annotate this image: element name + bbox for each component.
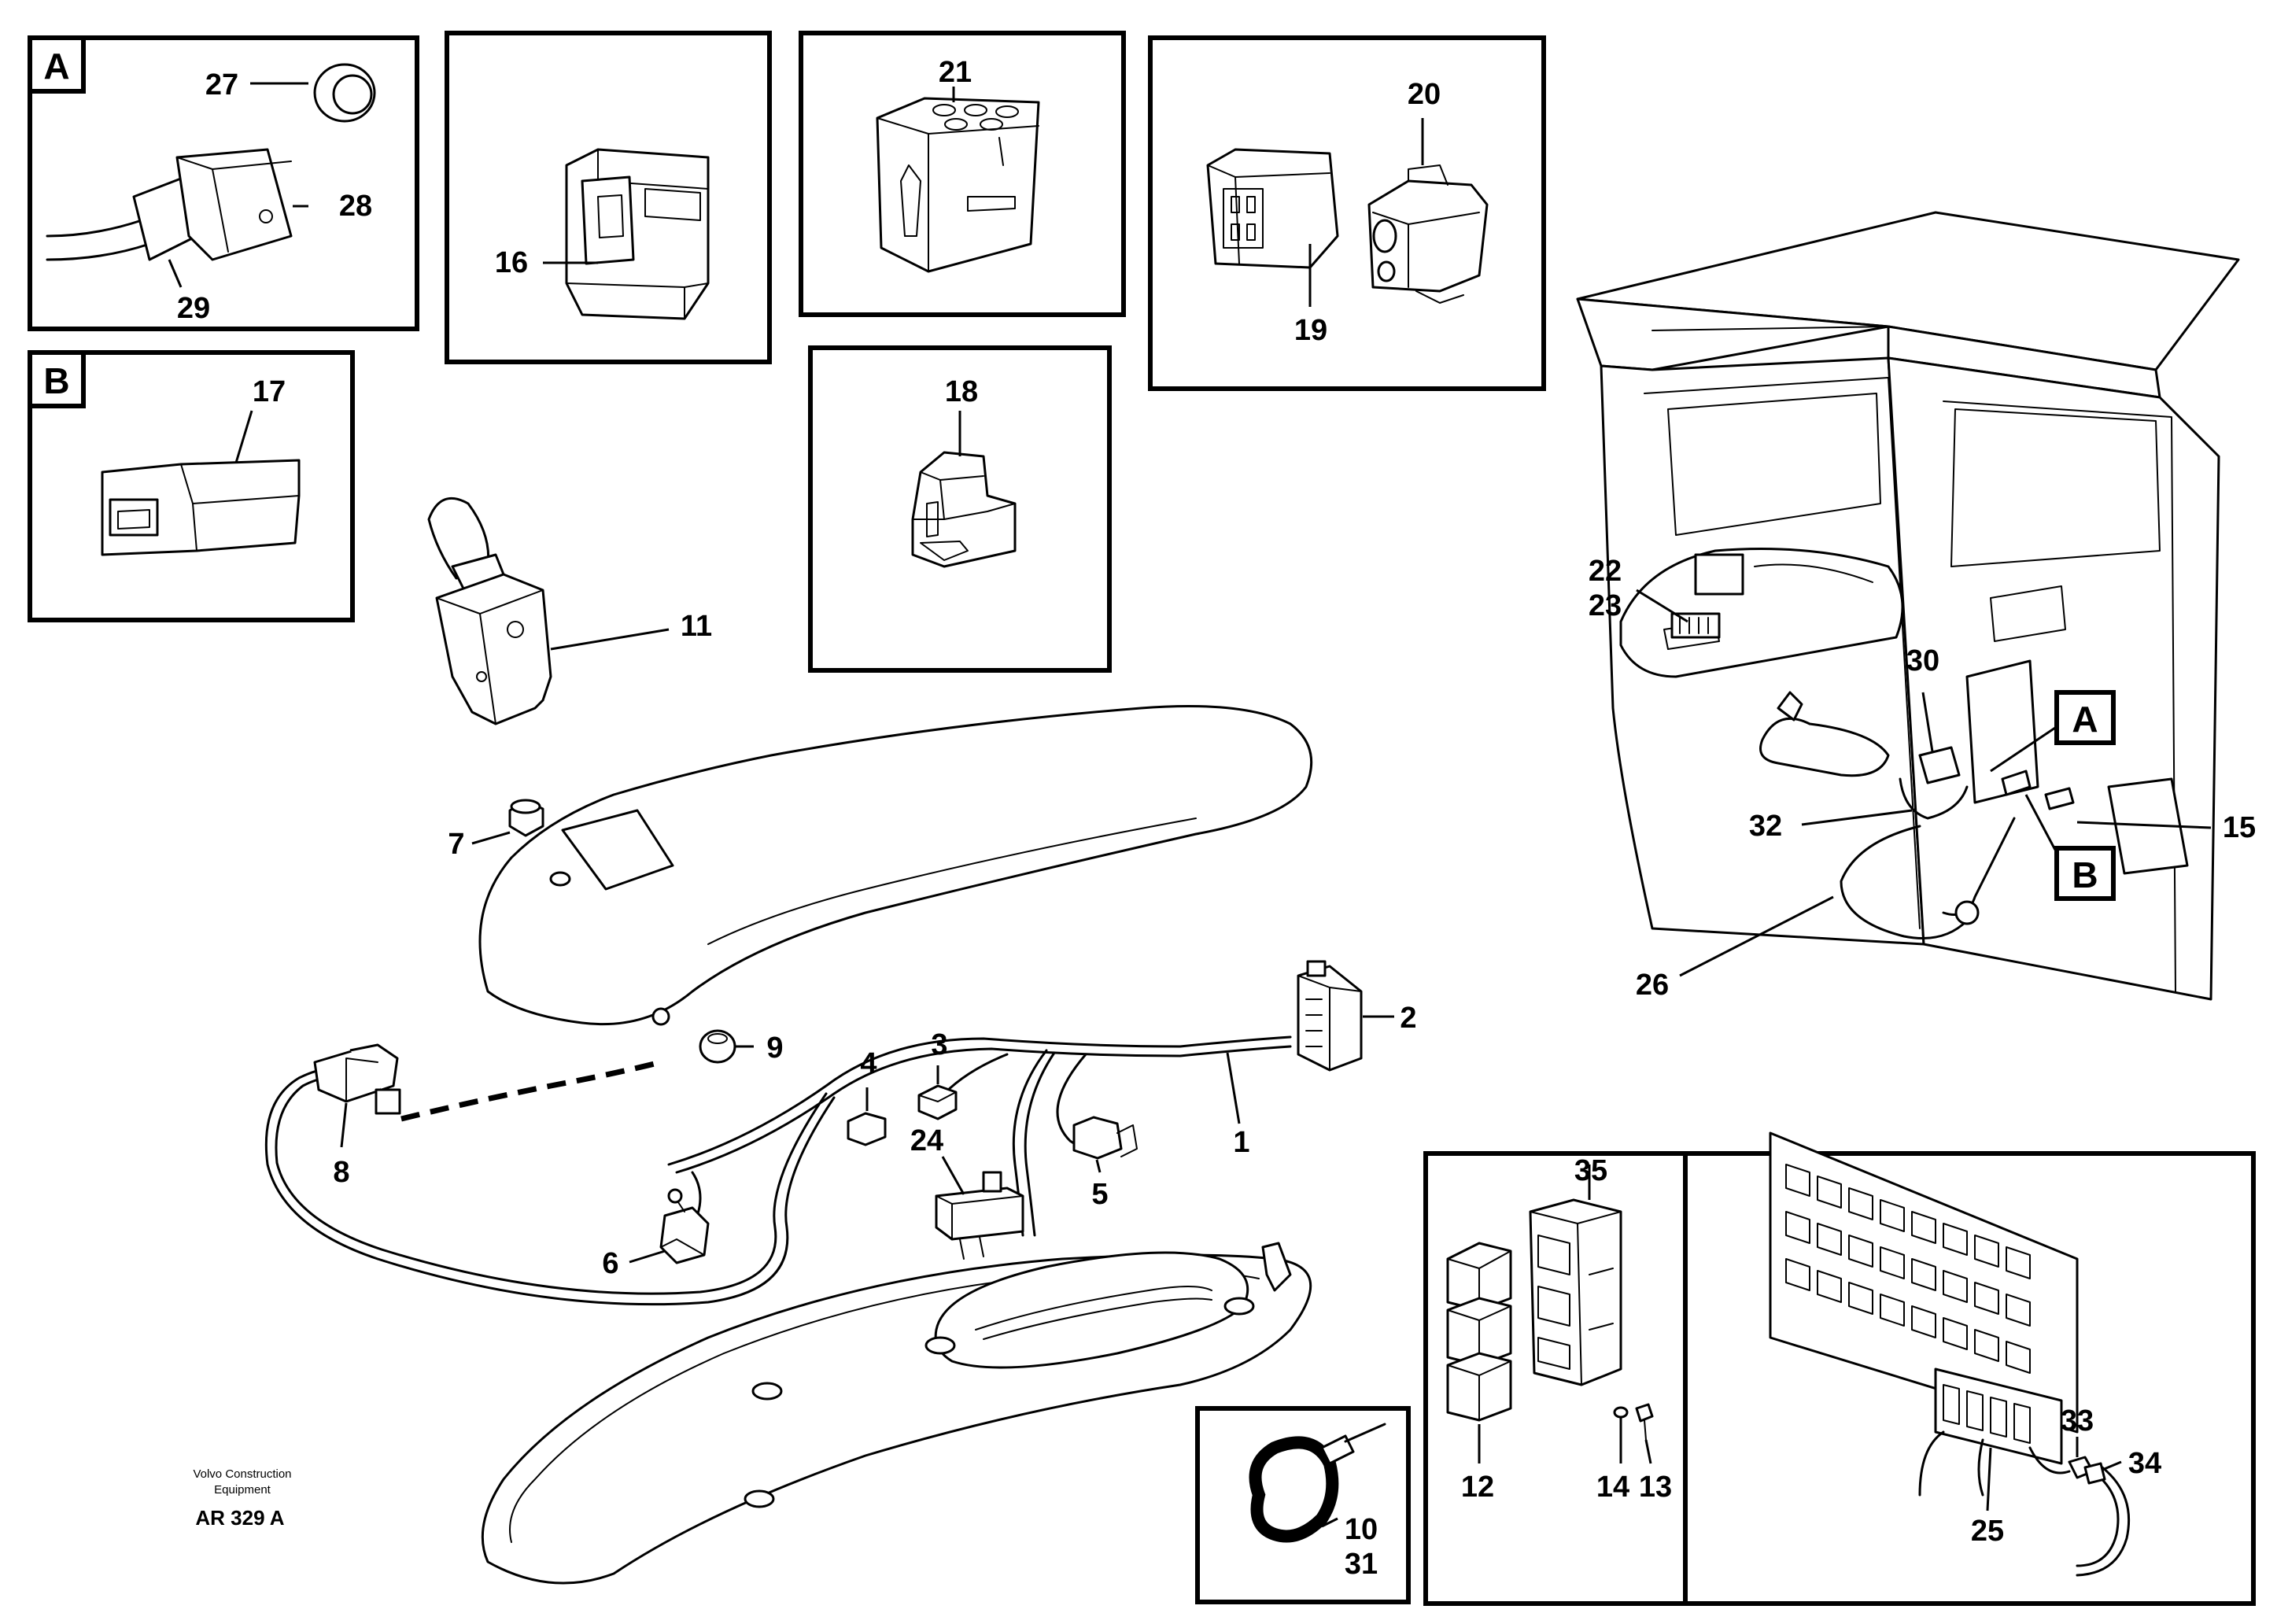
callout-21: 21 (939, 56, 972, 89)
detail-box-16: 16 (445, 31, 772, 364)
wiring-harness-part (264, 1035, 1292, 1306)
callout-11: 11 (681, 610, 712, 643)
credit-line-1: Volvo Construction (193, 1467, 291, 1481)
knob-7-part (508, 799, 544, 837)
callout-15: 15 (2223, 811, 2256, 844)
detail-box-cable-tie: 10 31 (1195, 1406, 1411, 1604)
connector-21-part (876, 97, 1040, 273)
callout-17: 17 (253, 375, 286, 408)
cab-part (1576, 211, 2240, 1001)
callout-5: 5 (1091, 1178, 1108, 1211)
knob-9-part (651, 1007, 736, 1064)
detail-box-18: 18 (808, 345, 1112, 673)
switch-8-part (313, 1043, 401, 1115)
detail-box-b-label: B (43, 360, 69, 401)
callout-32: 32 (1749, 810, 1782, 843)
callout-23: 23 (1589, 589, 1622, 622)
callout-14: 14 (1596, 1471, 1629, 1504)
callout-29: 29 (177, 292, 210, 325)
callout-13: 13 (1639, 1471, 1672, 1504)
callout-8: 8 (333, 1156, 349, 1189)
callout-25: 25 (1971, 1515, 2004, 1548)
callout-19: 19 (1294, 314, 1327, 347)
callout-9: 9 (766, 1032, 783, 1065)
callout-6: 6 (602, 1247, 618, 1280)
callout-31: 31 (1345, 1548, 1378, 1581)
cab-marker-a: A (2072, 699, 2098, 740)
switch-6-part (659, 1188, 710, 1264)
connector-18-part (911, 451, 1017, 568)
cable-plug-28-part (46, 148, 293, 261)
callout-28: 28 (339, 190, 372, 223)
callout-1: 1 (1233, 1126, 1249, 1159)
detail-box-19-20: 20 19 (1148, 35, 1546, 391)
detail-box-a-label: A (43, 46, 69, 87)
credit-line-2: Equipment (214, 1483, 271, 1497)
screw-13-part (1613, 1403, 1654, 1441)
connector-24-part (935, 1171, 1024, 1260)
grommet-27-part (313, 63, 376, 123)
connector-3-part (917, 1084, 958, 1120)
figure-code: AR 329 A (195, 1506, 284, 1530)
toggle-switch-11-part (427, 496, 552, 725)
callout-27: 27 (205, 68, 238, 102)
connector-2-part (1297, 960, 1363, 1072)
callout-24: 24 (910, 1124, 943, 1157)
connector-5-part (1072, 1116, 1138, 1160)
callout-26: 26 (1636, 969, 1669, 1002)
relay-12-part (1446, 1242, 1512, 1422)
detail-box-relays: 35 12 14 13 25 33 (1423, 1131, 2256, 1606)
connector-4-part (847, 1112, 887, 1146)
panel-tray-lower-part (481, 1242, 1312, 1585)
cable-tie-10-part (1249, 1423, 1386, 1543)
callout-16: 16 (495, 246, 528, 279)
detail-box-a: A 27 28 29 (28, 35, 419, 331)
callout-22: 22 (1589, 555, 1622, 588)
detail-box-21: 21 (799, 31, 1126, 317)
callout-18: 18 (945, 375, 978, 408)
panel-cover-upper-part (478, 705, 1313, 1026)
connector-19-part (1206, 148, 1339, 269)
cab-marker-b: B (2072, 854, 2098, 895)
connector-20-part (1367, 164, 1489, 304)
circuit-board-part (1769, 1131, 2079, 1465)
callout-10: 10 (1345, 1513, 1378, 1546)
callout-12: 12 (1461, 1471, 1494, 1504)
callout-2: 2 (1400, 1002, 1416, 1035)
callout-20: 20 (1408, 78, 1441, 111)
relay-socket-35-part (1529, 1198, 1622, 1386)
callout-30: 30 (1906, 644, 1939, 677)
callout-4: 4 (860, 1047, 876, 1080)
callout-33: 33 (2061, 1404, 2094, 1438)
callout-3: 3 (931, 1028, 947, 1061)
relay-socket-16-part (565, 148, 710, 320)
callout-35: 35 (1574, 1154, 1607, 1187)
detail-box-b: B 17 (28, 350, 355, 622)
callout-7: 7 (448, 828, 464, 861)
connector-17-part (101, 459, 301, 556)
callout-34: 34 (2128, 1447, 2161, 1480)
